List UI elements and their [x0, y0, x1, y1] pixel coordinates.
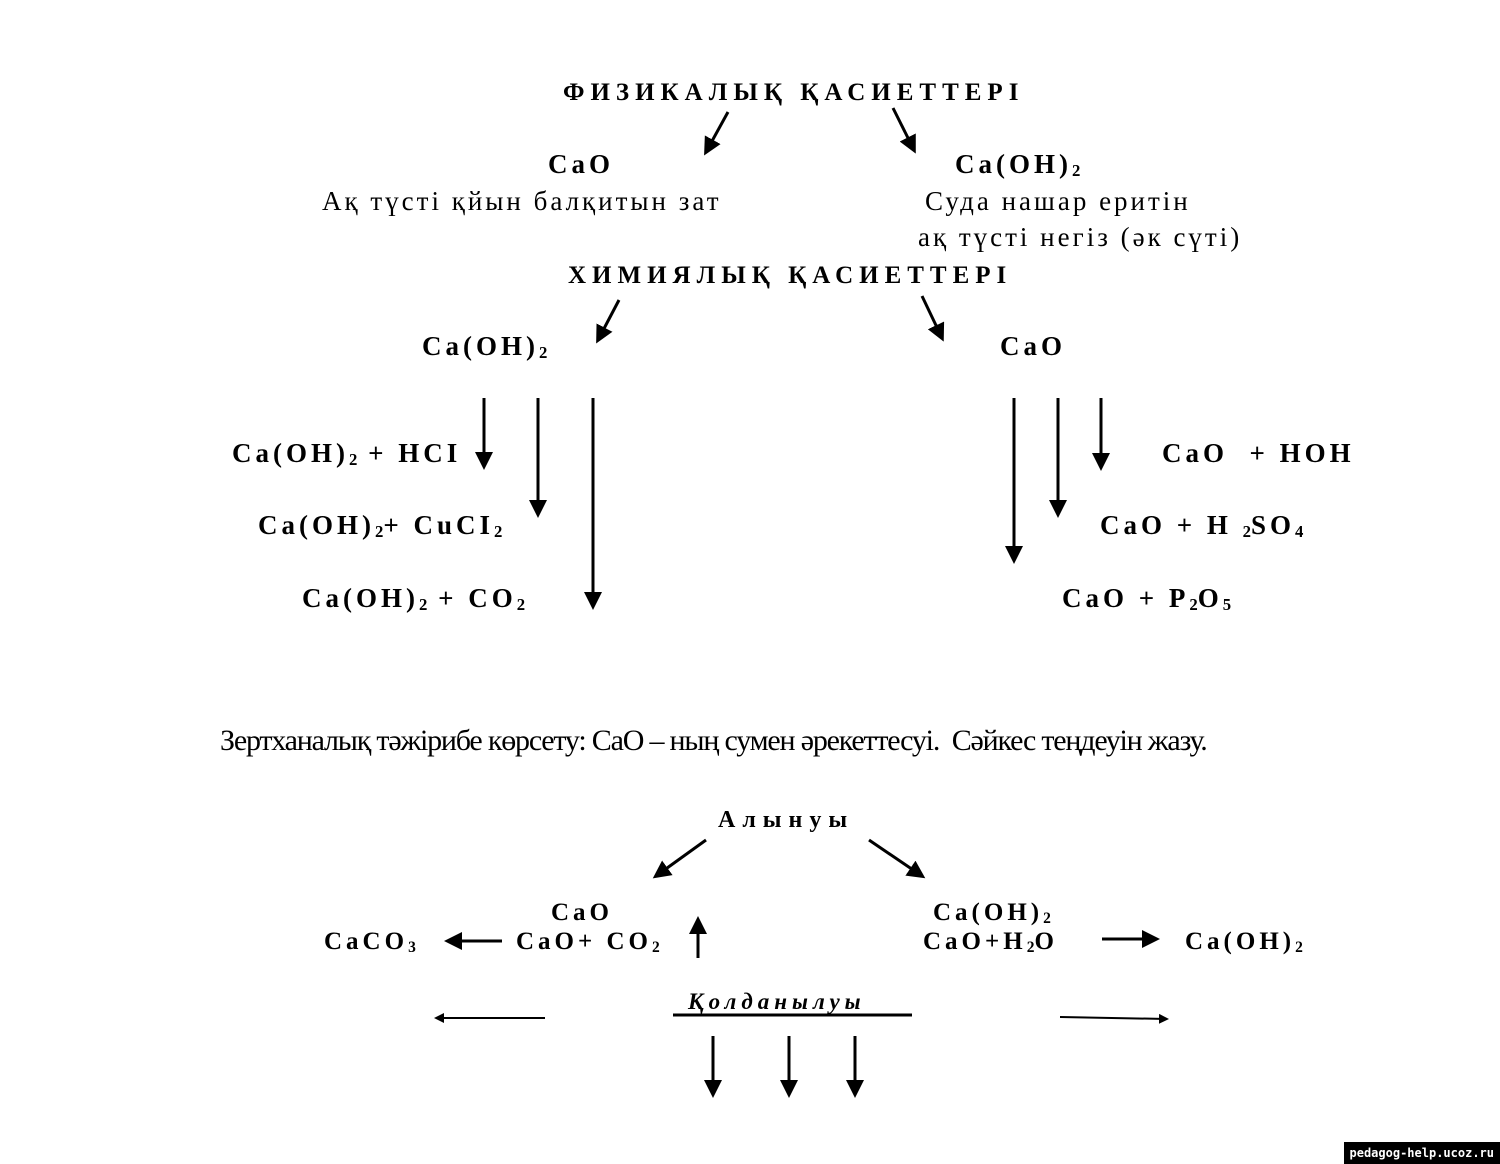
arrow-physical-right	[891, 107, 916, 154]
usage-title: Қолданылуы	[688, 989, 866, 1014]
reaction-caoh2-hcl: Ca(OH)2 + HCI	[232, 438, 462, 469]
obtaining-caco3: CaCO3	[324, 928, 416, 956]
physical-caoh2-description-line1: Суда нашар еритін	[925, 186, 1191, 216]
physical-title: ФИЗИКАЛЫҚ ҚАСИЕТТЕРІ	[563, 79, 1025, 106]
physical-caoh2-formula: Ca(OH)2	[955, 149, 1081, 180]
reaction-caoh2-co2: Ca(OH)2 + CO2	[302, 583, 526, 614]
arrow-obtain-left	[652, 838, 707, 879]
obtaining-title: Алынуы	[718, 807, 855, 833]
arrow-chemical-right	[920, 295, 945, 342]
arrow-physical-left	[704, 111, 730, 156]
arrow-usage-right	[1059, 1013, 1169, 1024]
chemical-caoh2-formula: Ca(OH)2	[422, 331, 548, 362]
reaction-cao-hoh: CaO + HOH	[1162, 438, 1355, 468]
obtaining-cao-label: CaO	[551, 899, 613, 926]
reaction-cao-p2o5: CaO + P2O5	[1062, 583, 1232, 614]
obtaining-caoh2-label: Ca(OH)2	[933, 899, 1051, 927]
watermark: pedagog-help.ucoz.ru	[1343, 1142, 1500, 1164]
chemical-title: ХИМИЯЛЫҚ ҚАСИЕТТЕРІ	[568, 262, 1013, 289]
physical-cao-formula: CaO	[548, 149, 614, 179]
physical-cao-description: Ақ түсті қйын балқитын зат	[322, 186, 722, 216]
reaction-cao-h2so4: CaO + H 2SO4	[1100, 510, 1304, 541]
obtaining-cao-equation: CaO+ CO2	[516, 928, 660, 956]
obtaining-caoh2-equation: CaO+H2O	[923, 928, 1058, 956]
chemical-cao-formula: CaO	[1000, 331, 1066, 361]
obtaining-caoh2-product: Ca(OH)2	[1185, 928, 1303, 956]
lab-experiment-caption: Зертханалық тәжірибе көрсету: CaO – ның …	[220, 724, 1208, 757]
arrow-chemical-left	[596, 299, 621, 344]
physical-caoh2-description-line2: ақ түсті негіз (әк сүті)	[918, 222, 1243, 252]
arrow-obtain-right	[868, 838, 926, 879]
reaction-caoh2-cucl2: Ca(OH)2+ CuCI2	[258, 510, 503, 541]
